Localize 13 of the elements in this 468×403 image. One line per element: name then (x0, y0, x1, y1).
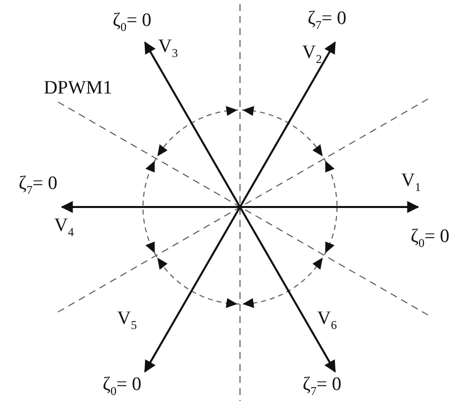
diagram-label: ζ$_{7}$= 0 (18, 174, 58, 196)
diagram-label: V$_{4}$ (54, 216, 74, 238)
diagram-label: DPWM1 (44, 78, 112, 98)
diagram-label: ζ$_{0}$= 0 (102, 375, 142, 397)
diagram-label: V$_{2}$ (302, 43, 322, 65)
diagram-label: ζ$_{0}$= 0 (112, 11, 152, 33)
diagram-label: V$_{5}$ (117, 309, 137, 331)
diagram-label: ζ$_{7}$= 0 (308, 9, 346, 31)
diagram-label: V$_{3}$ (158, 37, 178, 59)
diagram-label: V$_{6}$ (317, 309, 337, 331)
diagram-label: V$_{1}$ (401, 171, 421, 193)
diagram-label: ζ$_{0}$= 0 (410, 227, 450, 249)
diagram-label: ζ$_{7}$= 0 (302, 375, 342, 397)
